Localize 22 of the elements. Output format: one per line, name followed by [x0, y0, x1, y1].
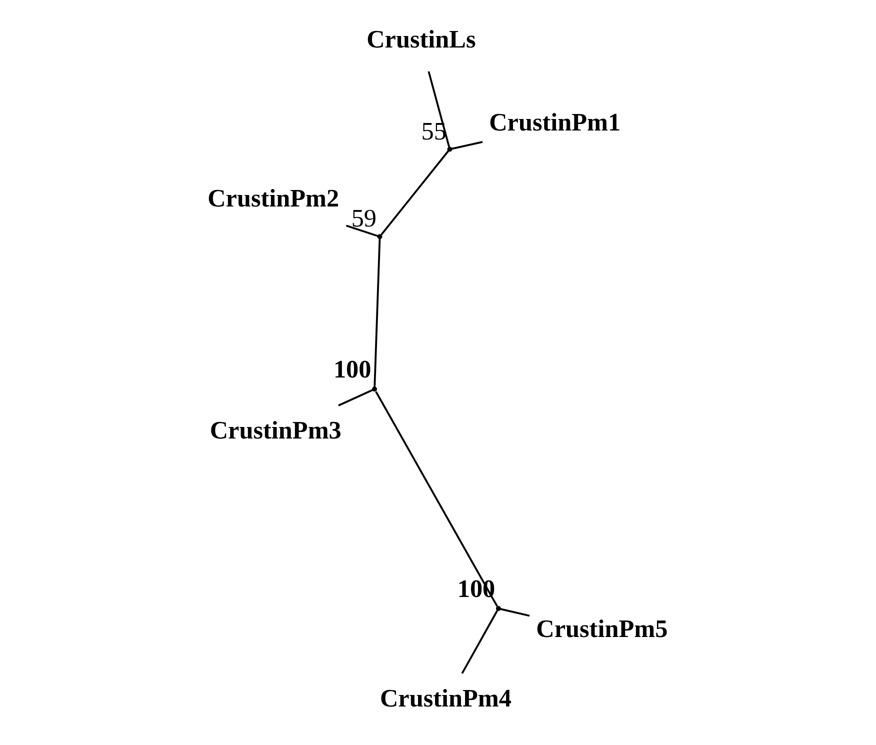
node-point: [496, 606, 501, 611]
node-text: CrustinPm2: [208, 185, 340, 212]
connector: [375, 391, 498, 607]
connector: [428, 71, 450, 148]
node-label: 59: [351, 206, 377, 233]
node-text: CrustinPm4: [380, 685, 512, 712]
connector: [346, 224, 378, 237]
node-label: 55: [421, 118, 446, 146]
node-text: CrustinPm1: [489, 109, 621, 136]
connector: [374, 238, 381, 388]
connector: [452, 141, 483, 150]
connector: [500, 608, 530, 617]
node-point: [447, 146, 452, 152]
connector: [338, 389, 374, 406]
connector: [380, 150, 450, 236]
node-text: CrustinPm3: [210, 417, 342, 444]
connector: [461, 610, 498, 674]
node-point: [377, 234, 382, 240]
node-text: CrustinLs: [366, 26, 476, 54]
node-label: 100: [333, 356, 372, 384]
node-point: [372, 386, 378, 392]
node-text: CrustinPm5: [536, 616, 668, 644]
